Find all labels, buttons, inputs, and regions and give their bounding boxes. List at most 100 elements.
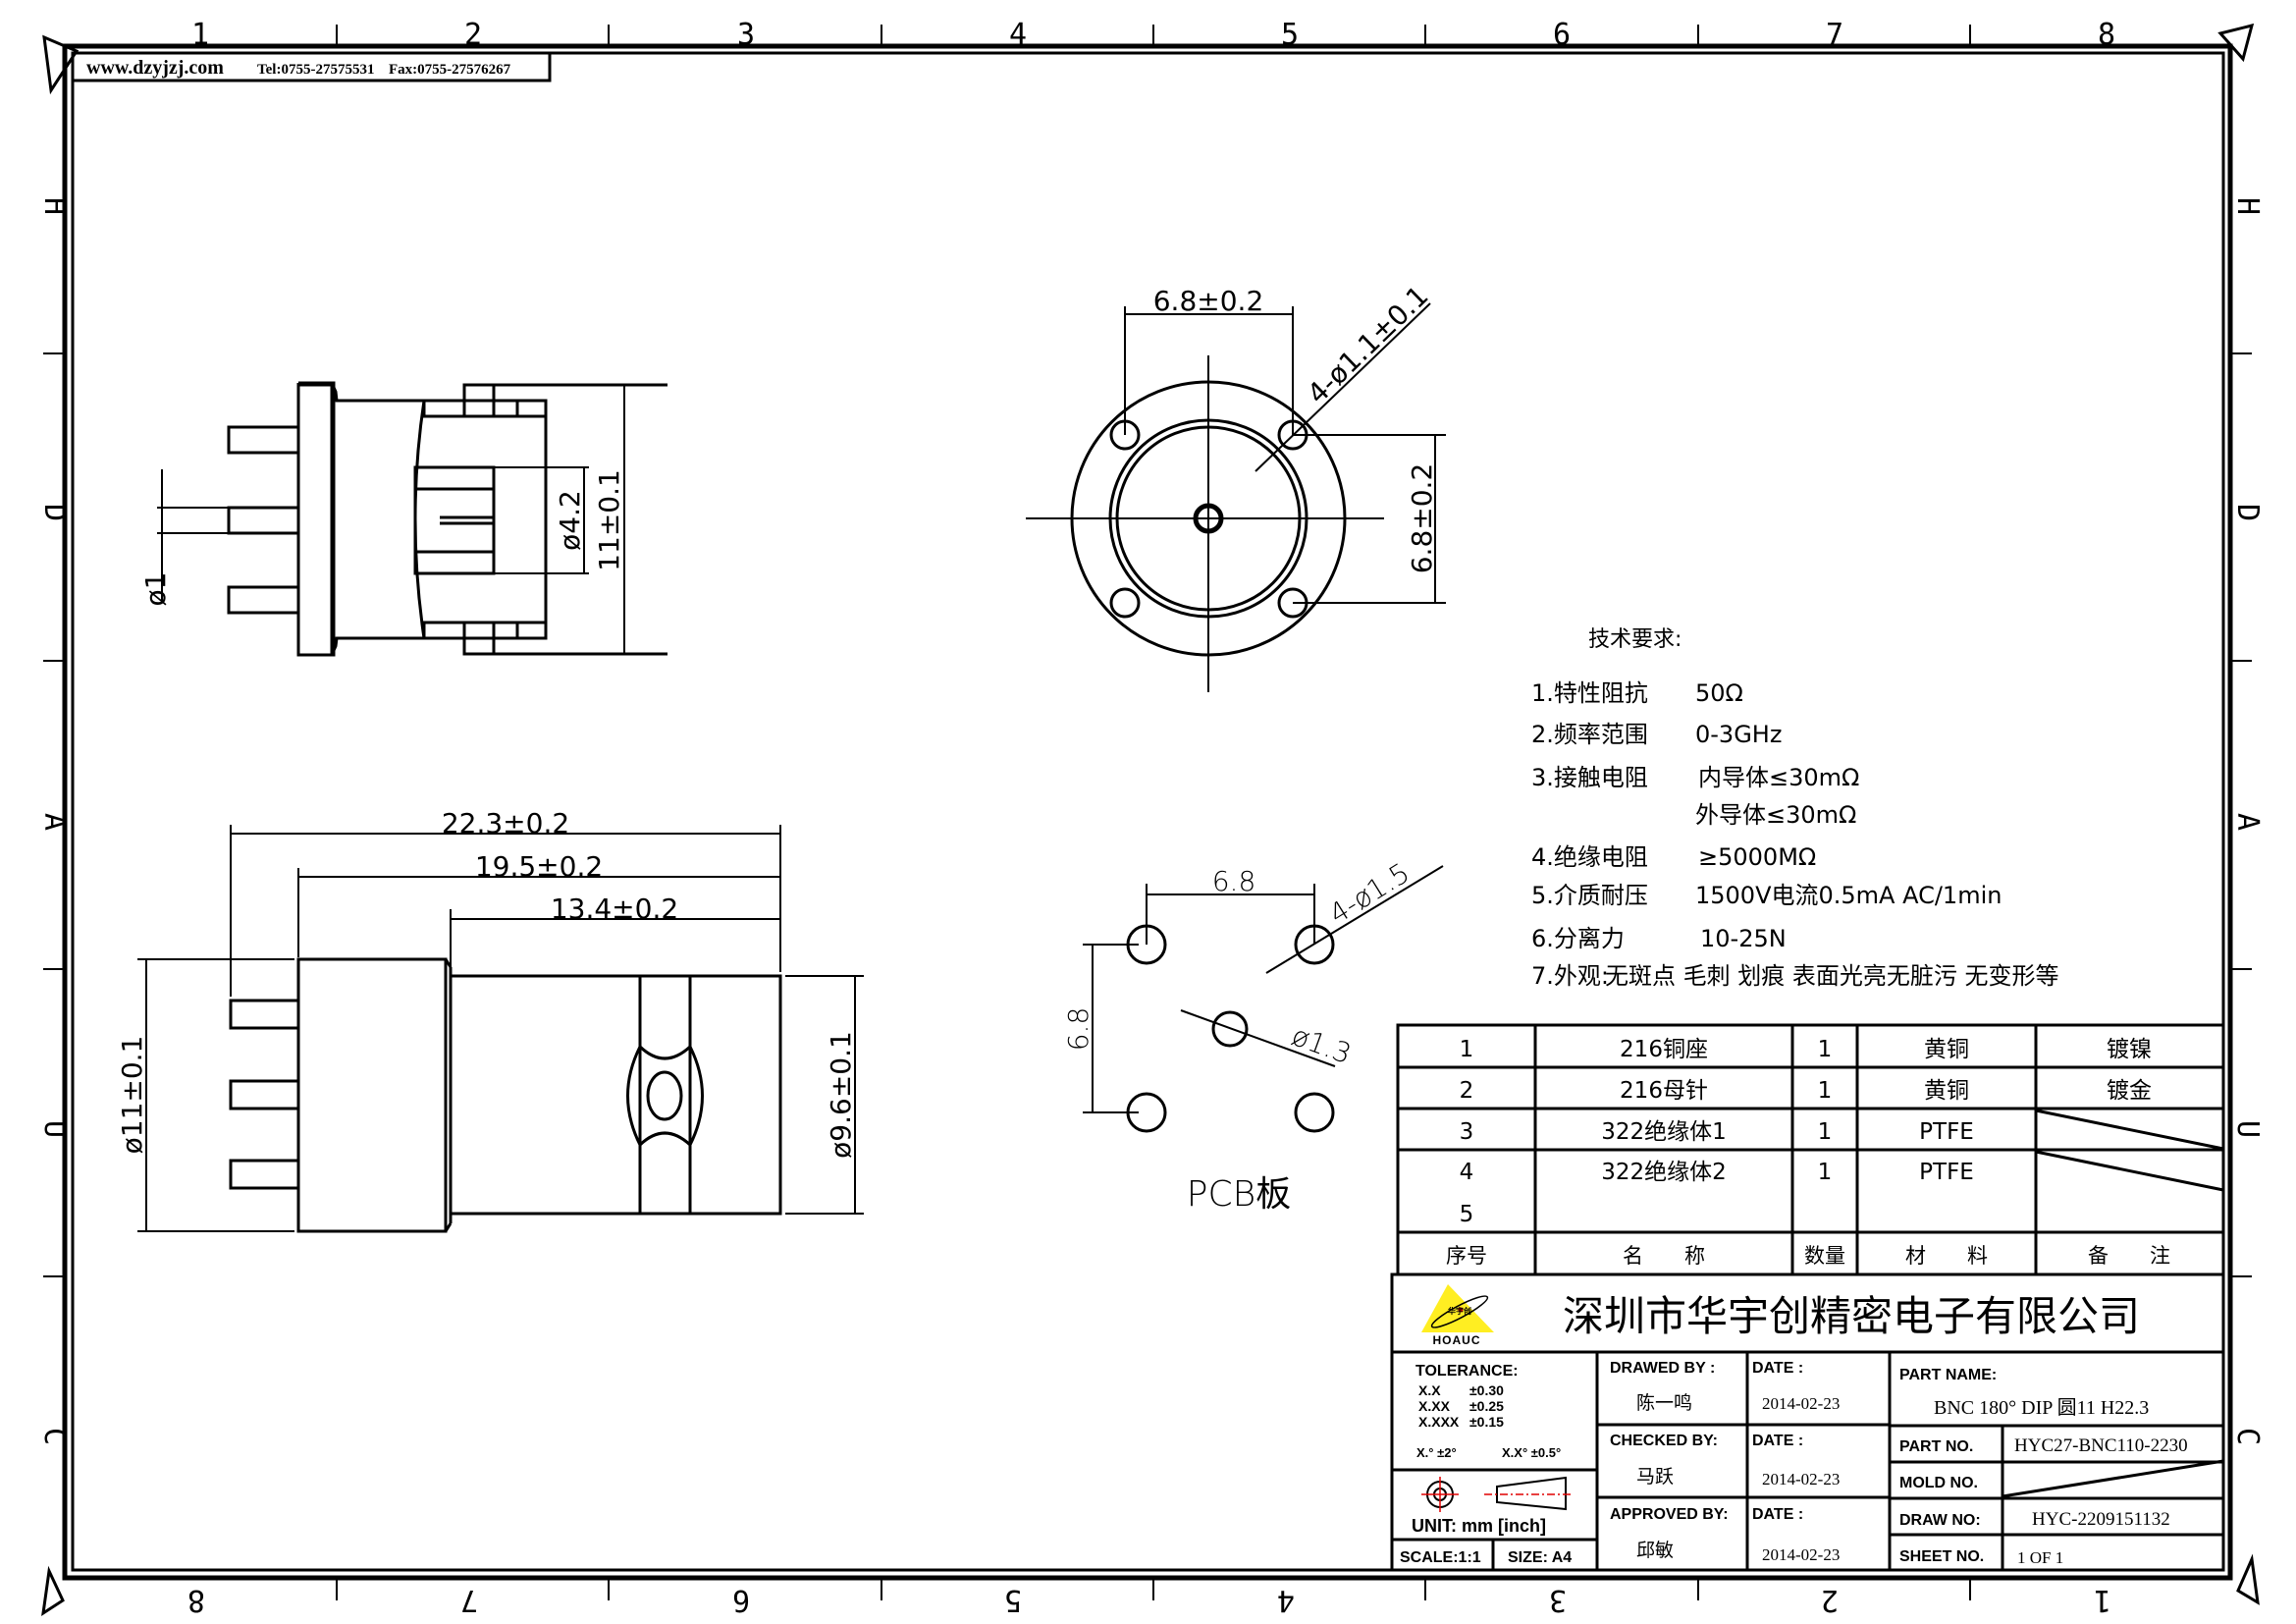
ruler-label: C: [37, 1428, 72, 1445]
tolerance-value: ±0.25: [1469, 1398, 1504, 1414]
website-text: www.dzyjzj.com: [86, 57, 224, 79]
dim-overall-length: 22.3±0.2: [442, 807, 569, 839]
bom-no: 1: [1460, 1037, 1474, 1062]
dim-hole-spacing-h: 6.8±0.2: [1153, 285, 1264, 317]
ruler-label: C: [2230, 1428, 2265, 1445]
tolerance-format: X.XXX: [1418, 1414, 1460, 1430]
company-name: 深圳市华宇创精密电子有限公司: [1563, 1292, 2140, 1340]
bom-qty: 1: [1818, 1037, 1833, 1062]
ruler-label: 2: [464, 18, 482, 52]
date-label: DATE :: [1752, 1360, 1803, 1377]
ruler-label: 7: [1826, 18, 1843, 52]
date-approved: 2014-02-23: [1762, 1545, 1840, 1564]
right-ruler: H D A U C: [2230, 197, 2265, 1445]
tech-value: 无斑点 毛刺 划痕 表面光亮无脏污 无变形等: [1605, 962, 2059, 990]
dim-barrel-dia: ø9.6±0.1: [825, 1031, 857, 1159]
corner-triangle-icon: [2217, 23, 2255, 63]
ruler-label: 8: [2098, 18, 2115, 52]
dim-body-height: 11±0.1: [593, 469, 625, 571]
tolerance-value: ±0.15: [1469, 1414, 1504, 1430]
ruler-label: 8: [187, 1583, 205, 1617]
bom-note: 镀金: [2107, 1078, 2152, 1104]
dim-inner-dia: ø4.2: [554, 490, 586, 551]
sheet-no: 1 OF 1: [2017, 1548, 2063, 1567]
approved-by-label: APPROVED BY:: [1610, 1506, 1729, 1523]
size-text: SIZE: A4: [1508, 1549, 1572, 1566]
ruler-label: 1: [191, 18, 209, 52]
bom-material: 黄铜: [1924, 1078, 1969, 1104]
draw-no: HYC-2209151132: [2032, 1509, 2170, 1530]
tech-label: 3.接触电阻: [1531, 764, 1648, 791]
top-ruler: 1 2 3 4 5 6 7 8: [191, 18, 2115, 52]
tech-value: 50Ω: [1695, 679, 1743, 707]
dim-barrel-length: 13.4±0.2: [551, 893, 678, 925]
ruler-label: A: [2230, 813, 2265, 831]
tech-label: 5.介质耐压: [1531, 882, 1648, 909]
tech-value: 外导体≤30mΩ: [1695, 801, 1856, 829]
tech-label: 2.频率范围: [1531, 721, 1648, 748]
draw-no-label: DRAW NO:: [1899, 1512, 1981, 1529]
dim-pcb-outer-holes: 4-ø1.5: [1323, 856, 1415, 930]
tech-label: 7.外观:: [1531, 962, 1609, 990]
pcb-layout: 6.8 6.8 4-ø1.5 ø1.3 PCB板: [1062, 856, 1444, 1215]
bom-no: 4: [1460, 1160, 1474, 1185]
ruler-label: 4: [1277, 1583, 1295, 1617]
logo-text: HOAUC: [1433, 1333, 1481, 1347]
bom-material: PTFE: [1919, 1119, 1974, 1145]
ruler-label: H: [37, 197, 72, 215]
ruler-label: 2: [1821, 1583, 1839, 1617]
ruler-label: D: [2230, 504, 2265, 521]
date-label: DATE :: [1752, 1506, 1803, 1523]
bom-no: 3: [1460, 1119, 1474, 1145]
bom-name: 216铜座: [1620, 1037, 1708, 1062]
ruler-label: 6: [732, 1583, 750, 1617]
section-view: ø4.2 11±0.1 ø1: [139, 381, 667, 657]
ruler-label: 5: [1281, 18, 1299, 52]
bom-name: 322绝缘体1: [1601, 1119, 1727, 1145]
fax-text: Fax:0755-27576267: [389, 62, 511, 78]
ruler-label: 5: [1004, 1583, 1022, 1617]
unit-text: UNIT: mm [inch]: [1412, 1516, 1546, 1536]
tech-requirements: 技术要求: 1.特性阻抗 50Ω 2.频率范围 0-3GHz 3.接触电阻 内导…: [1531, 627, 2059, 990]
logo-triangle-icon: [1421, 1284, 1494, 1332]
section-view-real: [227, 425, 300, 615]
scale-text: SCALE:1:1: [1400, 1549, 1481, 1566]
bom-header: 材 料: [1905, 1244, 1988, 1268]
bom-material: PTFE: [1919, 1160, 1974, 1185]
tech-value: 10-25N: [1700, 925, 1787, 952]
sheet-no-label: SHEET NO.: [1899, 1548, 1984, 1565]
bom-table: 1 216铜座 1 黄铜 镀镍 2 216母针 1 黄铜 镀金 3 322绝缘体…: [1396, 1023, 2225, 1276]
tech-label: 1.特性阻抗: [1531, 679, 1648, 707]
tolerance-format: X.X: [1418, 1382, 1441, 1398]
tech-title: 技术要求:: [1588, 627, 1682, 652]
bom-name: 216母针: [1620, 1078, 1708, 1104]
tech-label: 4.绝缘电阻: [1531, 843, 1648, 871]
part-name: BNC 180° DIP 圆11 H22.3: [1934, 1397, 2149, 1419]
ruler-label: A: [37, 813, 72, 831]
bom-header: 序号: [1446, 1244, 1487, 1268]
dim-hole-spacing-v: 6.8±0.2: [1406, 463, 1438, 574]
dim-pcb-spacing-v: 6.8: [1062, 1007, 1095, 1052]
corner-triangle-icon: [42, 34, 80, 95]
pcb-label: PCB板: [1187, 1174, 1291, 1215]
side-view: 22.3±0.2 19.5±0.2 13.4±0.2 ø11±0.1 ø9.6±…: [116, 807, 864, 1233]
part-no: HYC27-BNC110-2230: [2014, 1435, 2188, 1456]
bom-qty: 1: [1818, 1160, 1833, 1185]
mold-no-label: MOLD NO.: [1899, 1475, 1978, 1491]
corner-triangle-icon: [2236, 1553, 2260, 1605]
tech-value: 内导体≤30mΩ: [1698, 764, 1859, 791]
date-checked: 2014-02-23: [1762, 1470, 1840, 1489]
bom-qty: 1: [1818, 1119, 1833, 1145]
checked-by: 马跃: [1636, 1466, 1674, 1488]
bom-note: 镀镍: [2107, 1037, 2152, 1062]
ruler-label: 6: [1553, 18, 1571, 52]
date-drawn: 2014-02-23: [1762, 1394, 1840, 1413]
bom-material: 黄铜: [1924, 1037, 1969, 1062]
part-no-label: PART NO.: [1899, 1438, 1973, 1455]
tolerance-value: ±0.30: [1469, 1382, 1504, 1398]
part-name-label: PART NAME:: [1899, 1367, 1997, 1383]
corner-triangle-icon: [41, 1565, 65, 1617]
bom-header: 数量: [1804, 1244, 1845, 1268]
dim-pin-dia: ø1: [139, 572, 172, 607]
